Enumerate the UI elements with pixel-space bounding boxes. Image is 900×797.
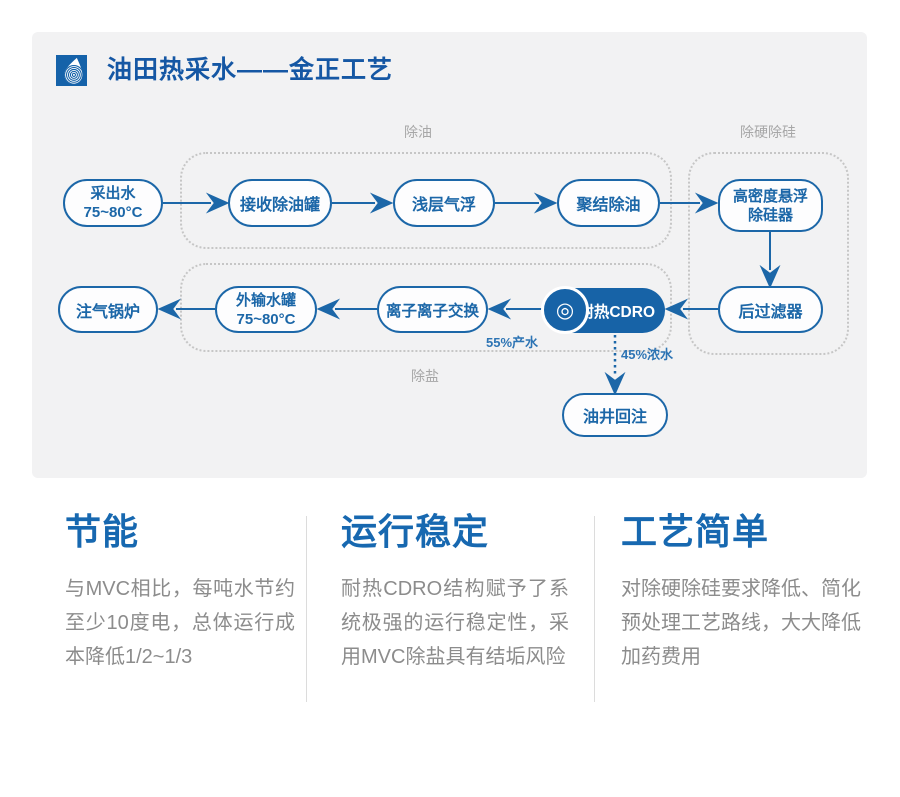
node-produced-water: 采出水 75~80°C	[63, 179, 163, 227]
node-gas-injection-boiler: 注气锅炉	[58, 286, 158, 333]
feature-title: 工艺简单	[621, 511, 770, 552]
node-receiving-deoiling-tank: 接收除油罐	[228, 179, 332, 227]
node-label: 油井回注	[582, 409, 647, 426]
feature-energy-saving: 节能 与MVC相比，每吨水节约至少10度电，总体运行成本降低1/2~1/3	[65, 503, 295, 674]
node-heat-resistant-cdro: ◎ 耐热CDRO	[541, 286, 665, 334]
node-label: 75~80°C	[236, 310, 296, 328]
double-circle-icon: ◎	[541, 286, 589, 334]
feature-body: 对除硬除硅要求降低、简化预处理工艺路线，大大降低加药费用	[621, 578, 861, 668]
region-label-deoiling: 除油	[404, 124, 432, 140]
region-deoiling	[180, 152, 672, 249]
node-coalescing-deoiling: 聚结除油	[557, 179, 660, 227]
node-label: 75~80°C	[83, 204, 143, 221]
page-title: 油田热采水——金正工艺	[107, 56, 394, 84]
node-ion-exchange: 离子离子交换	[377, 286, 488, 333]
node-label: 除硅器	[747, 206, 793, 224]
node-well-reinjection: 油井回注	[562, 393, 668, 437]
node-label: 采出水	[90, 185, 136, 202]
node-export-water-tank: 外输水罐 75~80°C	[215, 286, 317, 333]
node-label: 接收除油罐	[239, 197, 320, 214]
node-label: 注气锅炉	[75, 303, 140, 321]
node-label: 离子离子交换	[385, 302, 479, 320]
feature-body: 与MVC相比，每吨水节约至少10度电，总体运行成本降低1/2~1/3	[65, 578, 295, 668]
node-shallow-air-flotation: 浅层气浮	[393, 179, 495, 227]
node-label: 后过滤器	[738, 303, 803, 321]
region-label-desalination: 除盐	[411, 368, 439, 384]
node-high-density-silica-remover: 高密度悬浮 除硅器	[718, 179, 823, 232]
process-diagram-card: 油田热采水——金正工艺 除油 除硬除硅 除盐	[32, 32, 867, 478]
label-concentrate-water: 45%浓水	[621, 347, 674, 362]
feature-title: 节能	[65, 511, 140, 552]
label-product-water: 55%产水	[486, 335, 539, 350]
node-label: 浅层气浮	[411, 197, 476, 214]
node-label: 聚结除油	[576, 197, 641, 214]
vertical-divider	[306, 516, 307, 702]
water-drop-logo-icon	[56, 55, 87, 86]
feature-body: 耐热CDRO结构赋予了系统极强的运行稳定性，采用MVC除盐具有结垢风险	[341, 578, 569, 668]
region-hardness-silica	[688, 152, 849, 355]
vertical-divider	[594, 516, 595, 702]
node-label: 外输水罐	[235, 291, 296, 309]
feature-stable-operation: 运行稳定 耐热CDRO结构赋予了系统极强的运行稳定性，采用MVC除盐具有结垢风险	[341, 503, 569, 674]
region-label-hardness-silica: 除硬除硅	[740, 124, 796, 140]
node-label: 高密度悬浮	[732, 187, 808, 205]
node-label: 耐热CDRO	[578, 303, 655, 321]
feature-title: 运行稳定	[341, 511, 490, 552]
feature-simple-process: 工艺简单 对除硬除硅要求降低、简化预处理工艺路线，大大降低加药费用	[621, 503, 861, 674]
node-post-filter: 后过滤器	[718, 286, 823, 333]
